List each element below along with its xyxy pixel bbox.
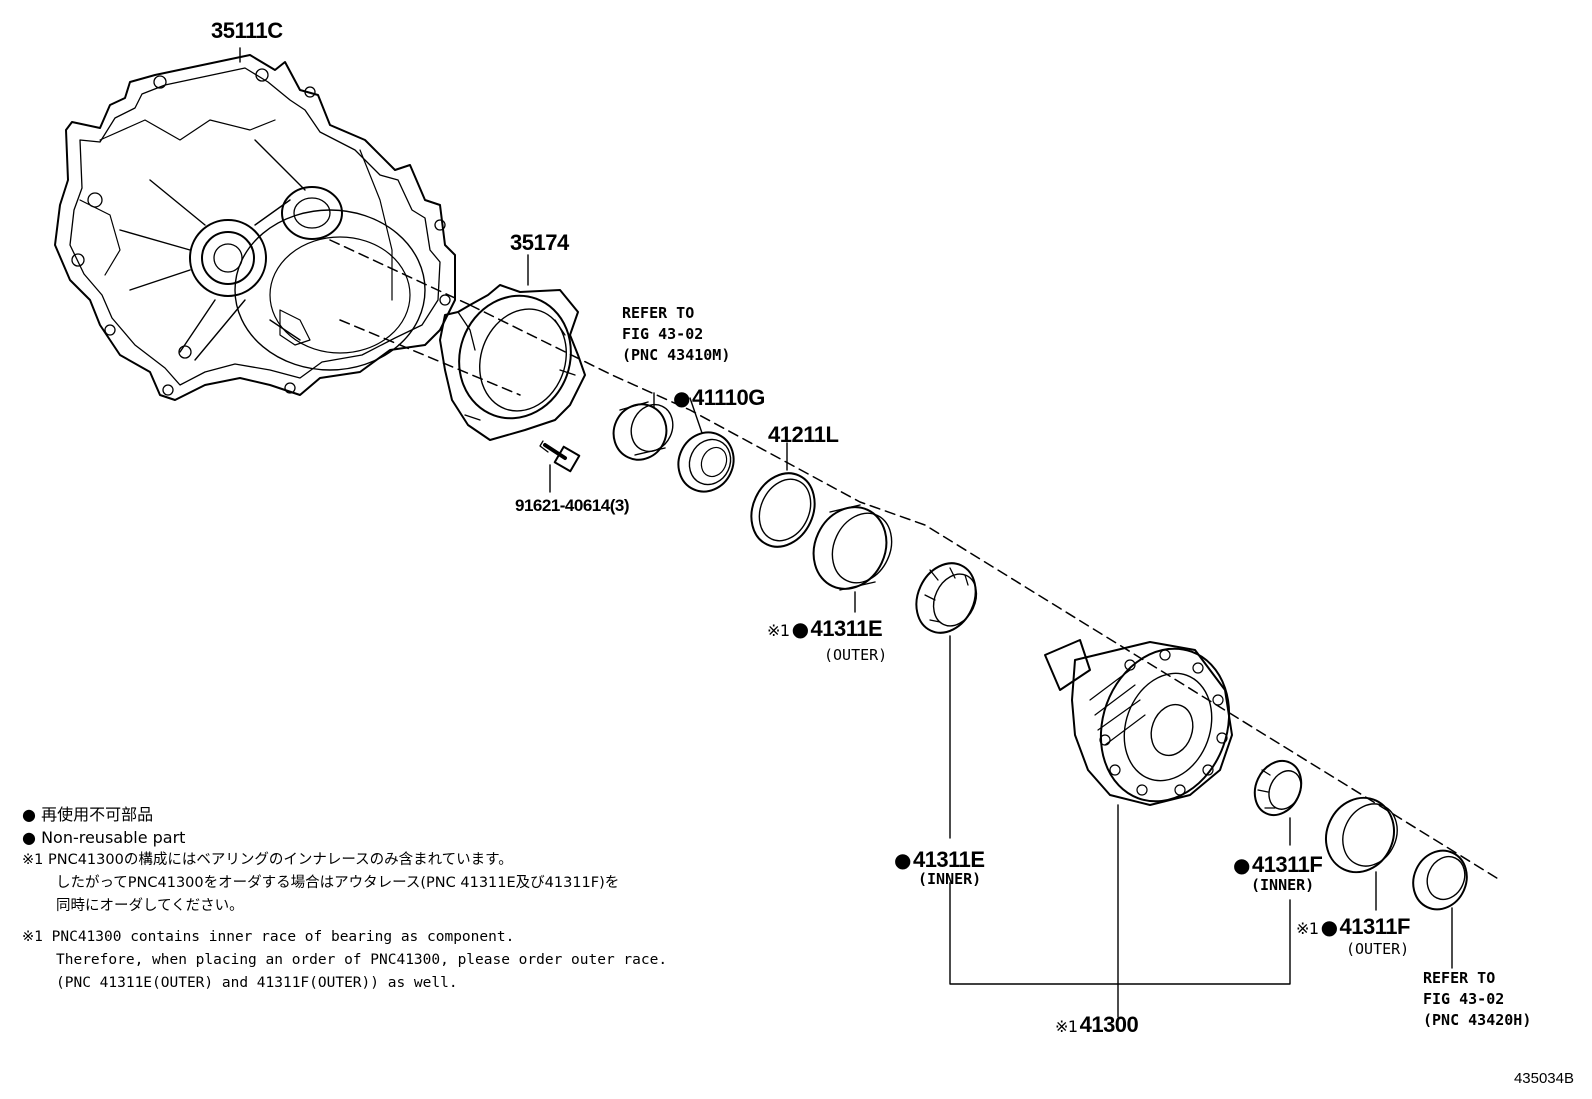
label-41311f-outer-text: 41311F <box>1339 914 1411 939</box>
label-41110g: ●41110G <box>673 385 765 411</box>
label-41311f-inner-text: 41311F <box>1251 852 1323 877</box>
legend-notes: ● 再使用不可部品 ● Non-reusable part ※1 PNC4130… <box>22 803 667 995</box>
outer-race-41311f-drawing <box>1325 796 1398 874</box>
legend-en-non-reusable: ● Non-reusable part <box>22 826 667 849</box>
note1-mark: ※1 <box>22 852 44 868</box>
label-41300-text: 41300 <box>1079 1012 1139 1037</box>
non-reusable-mark: ● <box>673 386 690 410</box>
shim-41211l-drawing <box>750 472 816 548</box>
non-reusable-mark: ● <box>22 828 36 847</box>
differential-case-41300-drawing <box>1044 639 1233 806</box>
legend-jp-non-reusable-text: 再使用不可部品 <box>41 805 154 824</box>
legend-en-note-1: ※1 PNC41300 contains inner race of beari… <box>22 926 667 949</box>
refer-line-2: FIG 43-02 <box>622 325 704 343</box>
inner-bearing-41311f-drawing <box>1253 759 1303 817</box>
non-reusable-mark: ● <box>791 617 809 641</box>
non-reusable-mark: ● <box>894 848 911 872</box>
note1-mark: ※1 <box>22 929 43 945</box>
legend-en-note-2: Therefore, when placing an order of PNC4… <box>56 952 668 968</box>
label-41300: ※141300 <box>1055 1012 1139 1038</box>
label-41211l: 41211L <box>768 422 839 447</box>
oil-seal-ref-43410m-drawing <box>612 401 674 461</box>
inner-bearing-41311e-drawing <box>915 562 978 634</box>
legend-en-note-1-text: PNC41300 contains inner race of bearing … <box>51 929 515 945</box>
retainer-35174-drawing <box>439 284 586 441</box>
refer-line-2: FIG 43-02 <box>1423 990 1505 1008</box>
oil-seal-41110g-drawing <box>677 431 735 493</box>
label-41311e-inner: ●41311E <box>894 847 985 873</box>
transaxle-housing-drawing <box>54 54 456 401</box>
label-41110g-text: 41110G <box>691 385 765 410</box>
assembly-axis-lines <box>329 239 1501 881</box>
note1-mark: ※1 <box>1296 919 1319 938</box>
non-reusable-mark: ● <box>1320 915 1338 939</box>
label-41311f-outer-sub: (OUTER) <box>1346 940 1410 958</box>
label-41311e-outer: ※1●41311E <box>767 616 883 642</box>
non-reusable-mark: ● <box>22 805 36 824</box>
legend-jp-note-3: 同時にオーダしてください。 <box>56 898 244 914</box>
refer-line-1: REFER TO <box>1423 969 1496 987</box>
legend-jp-note-2: したがってPNC41300をオーダする場合はアウタレース(PNC 41311E及… <box>56 875 620 891</box>
refer-fig-43420h: REFER TO FIG 43-02 (PNC 43420H) <box>1423 968 1531 1031</box>
label-41311e-inner-text: 41311E <box>912 847 985 872</box>
label-41311e-outer-sub: (OUTER) <box>824 646 888 664</box>
refer-line-3: (PNC 43420H) <box>1423 1011 1532 1029</box>
label-41311f-outer: ※1●41311F <box>1296 914 1410 940</box>
figure-id: 435034B <box>1513 1070 1574 1087</box>
leader-lines <box>239 47 1453 1018</box>
bolt-91621-drawing <box>539 440 581 473</box>
label-41311e-inner-sub: (INNER) <box>918 870 982 888</box>
legend-jp-non-reusable: ● 再使用不可部品 <box>22 803 667 826</box>
label-41311f-inner-sub: (INNER) <box>1251 876 1315 894</box>
oil-seal-ref-43420h-drawing <box>1412 849 1468 911</box>
refer-line-3: (PNC 43410M) <box>622 346 731 364</box>
note1-mark: ※1 <box>767 621 790 640</box>
label-91621-40614: 91621-40614(3) <box>515 496 629 515</box>
label-41311e-outer-text: 41311E <box>810 616 883 641</box>
non-reusable-mark: ● <box>1233 853 1250 877</box>
refer-line-1: REFER TO <box>622 304 695 322</box>
refer-fig-43410m: REFER TO FIG 43-02 (PNC 43410M) <box>622 303 730 366</box>
label-35111c: 35111C <box>211 18 283 43</box>
legend-jp-note-1: ※1 PNC41300の構成にはベアリングのインナレースのみ含まれています。 <box>22 849 667 872</box>
label-35174: 35174 <box>510 230 569 255</box>
legend-en-non-reusable-text: Non-reusable part <box>41 828 186 847</box>
legend-jp-note-1-text: PNC41300の構成にはベアリングのインナレースのみ含まれています。 <box>47 852 513 868</box>
note1-mark: ※1 <box>1055 1017 1078 1036</box>
label-41311f-inner: ●41311F <box>1233 852 1323 878</box>
legend-en-note-3: (PNC 41311E(OUTER) and 41311F(OUTER)) as… <box>56 975 458 991</box>
outer-race-41311e-drawing <box>812 504 893 591</box>
